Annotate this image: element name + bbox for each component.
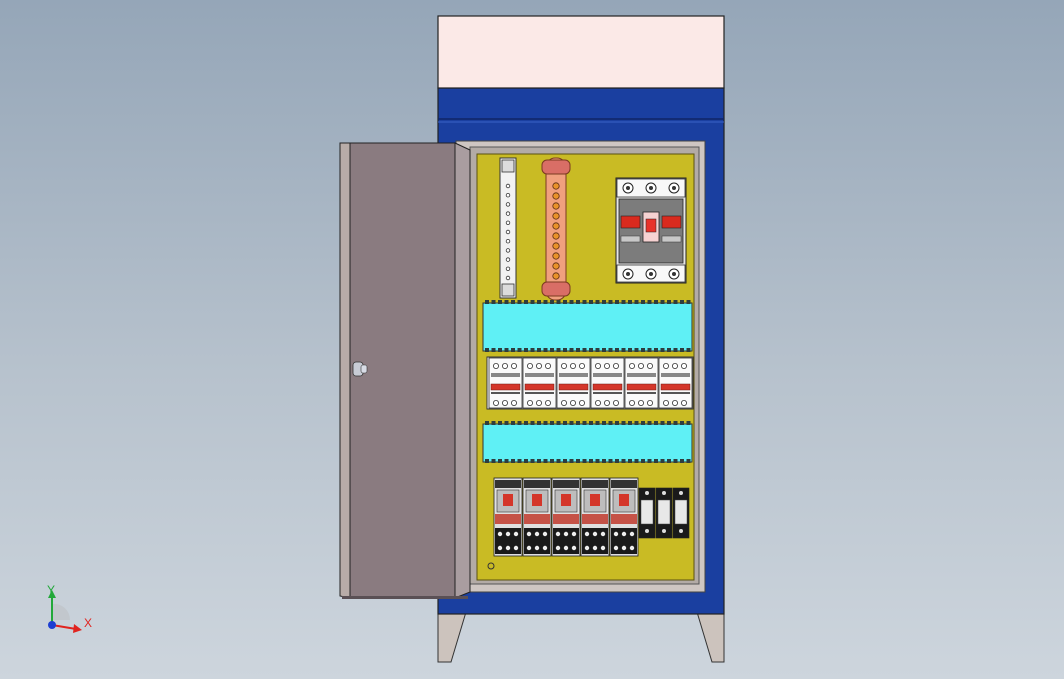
relay-module[interactable]: [638, 487, 656, 539]
left-leg: [437, 611, 467, 663]
busbar-hole: [552, 242, 560, 250]
terminal-screw: [505, 248, 511, 253]
z-axis-dot: [48, 621, 56, 629]
busbar-hole: [552, 182, 560, 190]
terminal-screw: [505, 211, 511, 216]
contactor[interactable]: [493, 477, 523, 557]
mcb-breaker[interactable]: [556, 357, 591, 409]
busbar-hole: [552, 222, 560, 230]
terminal-screw: [505, 257, 511, 262]
cabinet-door[interactable]: [339, 142, 471, 599]
busbar-hole: [552, 232, 560, 240]
terminal-screw: [505, 229, 511, 235]
cabinet-legs: [437, 611, 725, 663]
x-axis-line: [51, 624, 77, 630]
y-axis-arrow: [48, 590, 56, 598]
terminal-screw: [505, 238, 511, 244]
busbar-hole: [552, 262, 560, 270]
contactor[interactable]: [522, 477, 552, 557]
terminal-screw: [505, 266, 511, 271]
y-axis-label: Y: [47, 583, 55, 597]
contactor[interactable]: [609, 477, 639, 557]
x-axis-label: X: [84, 616, 92, 630]
mcb-breaker[interactable]: [658, 357, 693, 409]
right-leg: [696, 611, 725, 663]
mcb-breaker[interactable]: [488, 357, 523, 409]
busbar-hole: [552, 212, 560, 220]
relay-module[interactable]: [655, 487, 673, 539]
terminal-strip[interactable]: [499, 157, 517, 299]
contactor[interactable]: [551, 477, 581, 557]
main-breaker[interactable]: [615, 177, 687, 284]
x-axis-arrow: [73, 624, 82, 633]
cable-duct-upper: [482, 300, 693, 352]
door-inner-edge: [454, 142, 471, 599]
busbar-hole: [552, 202, 560, 210]
terminal-screw: [505, 202, 511, 207]
relay-module[interactable]: [672, 487, 690, 539]
mcb-row[interactable]: [486, 356, 694, 410]
door-latch[interactable]: [352, 361, 368, 377]
coordinate-triad: Y X: [47, 583, 92, 633]
contactor-row[interactable]: [493, 477, 639, 557]
ground-busbar[interactable]: [541, 157, 571, 301]
mcb-breaker[interactable]: [590, 357, 625, 409]
busbar-hole: [552, 192, 560, 200]
busbar-hole: [552, 272, 560, 280]
cabinet-top-panel: [437, 15, 725, 89]
cabinet[interactable]: [437, 15, 725, 615]
busbar-hole: [552, 252, 560, 260]
door-edge: [339, 142, 351, 599]
terminal-screw: [505, 192, 511, 198]
terminal-screw: [505, 183, 511, 189]
plate-screw: [487, 562, 495, 570]
relay-row[interactable]: [638, 487, 690, 539]
mcb-breaker[interactable]: [624, 357, 659, 409]
contactor[interactable]: [580, 477, 610, 557]
terminal-screw: [505, 275, 511, 281]
cable-duct-lower: [482, 421, 693, 463]
terminal-screw: [505, 220, 511, 225]
mcb-breaker[interactable]: [522, 357, 557, 409]
